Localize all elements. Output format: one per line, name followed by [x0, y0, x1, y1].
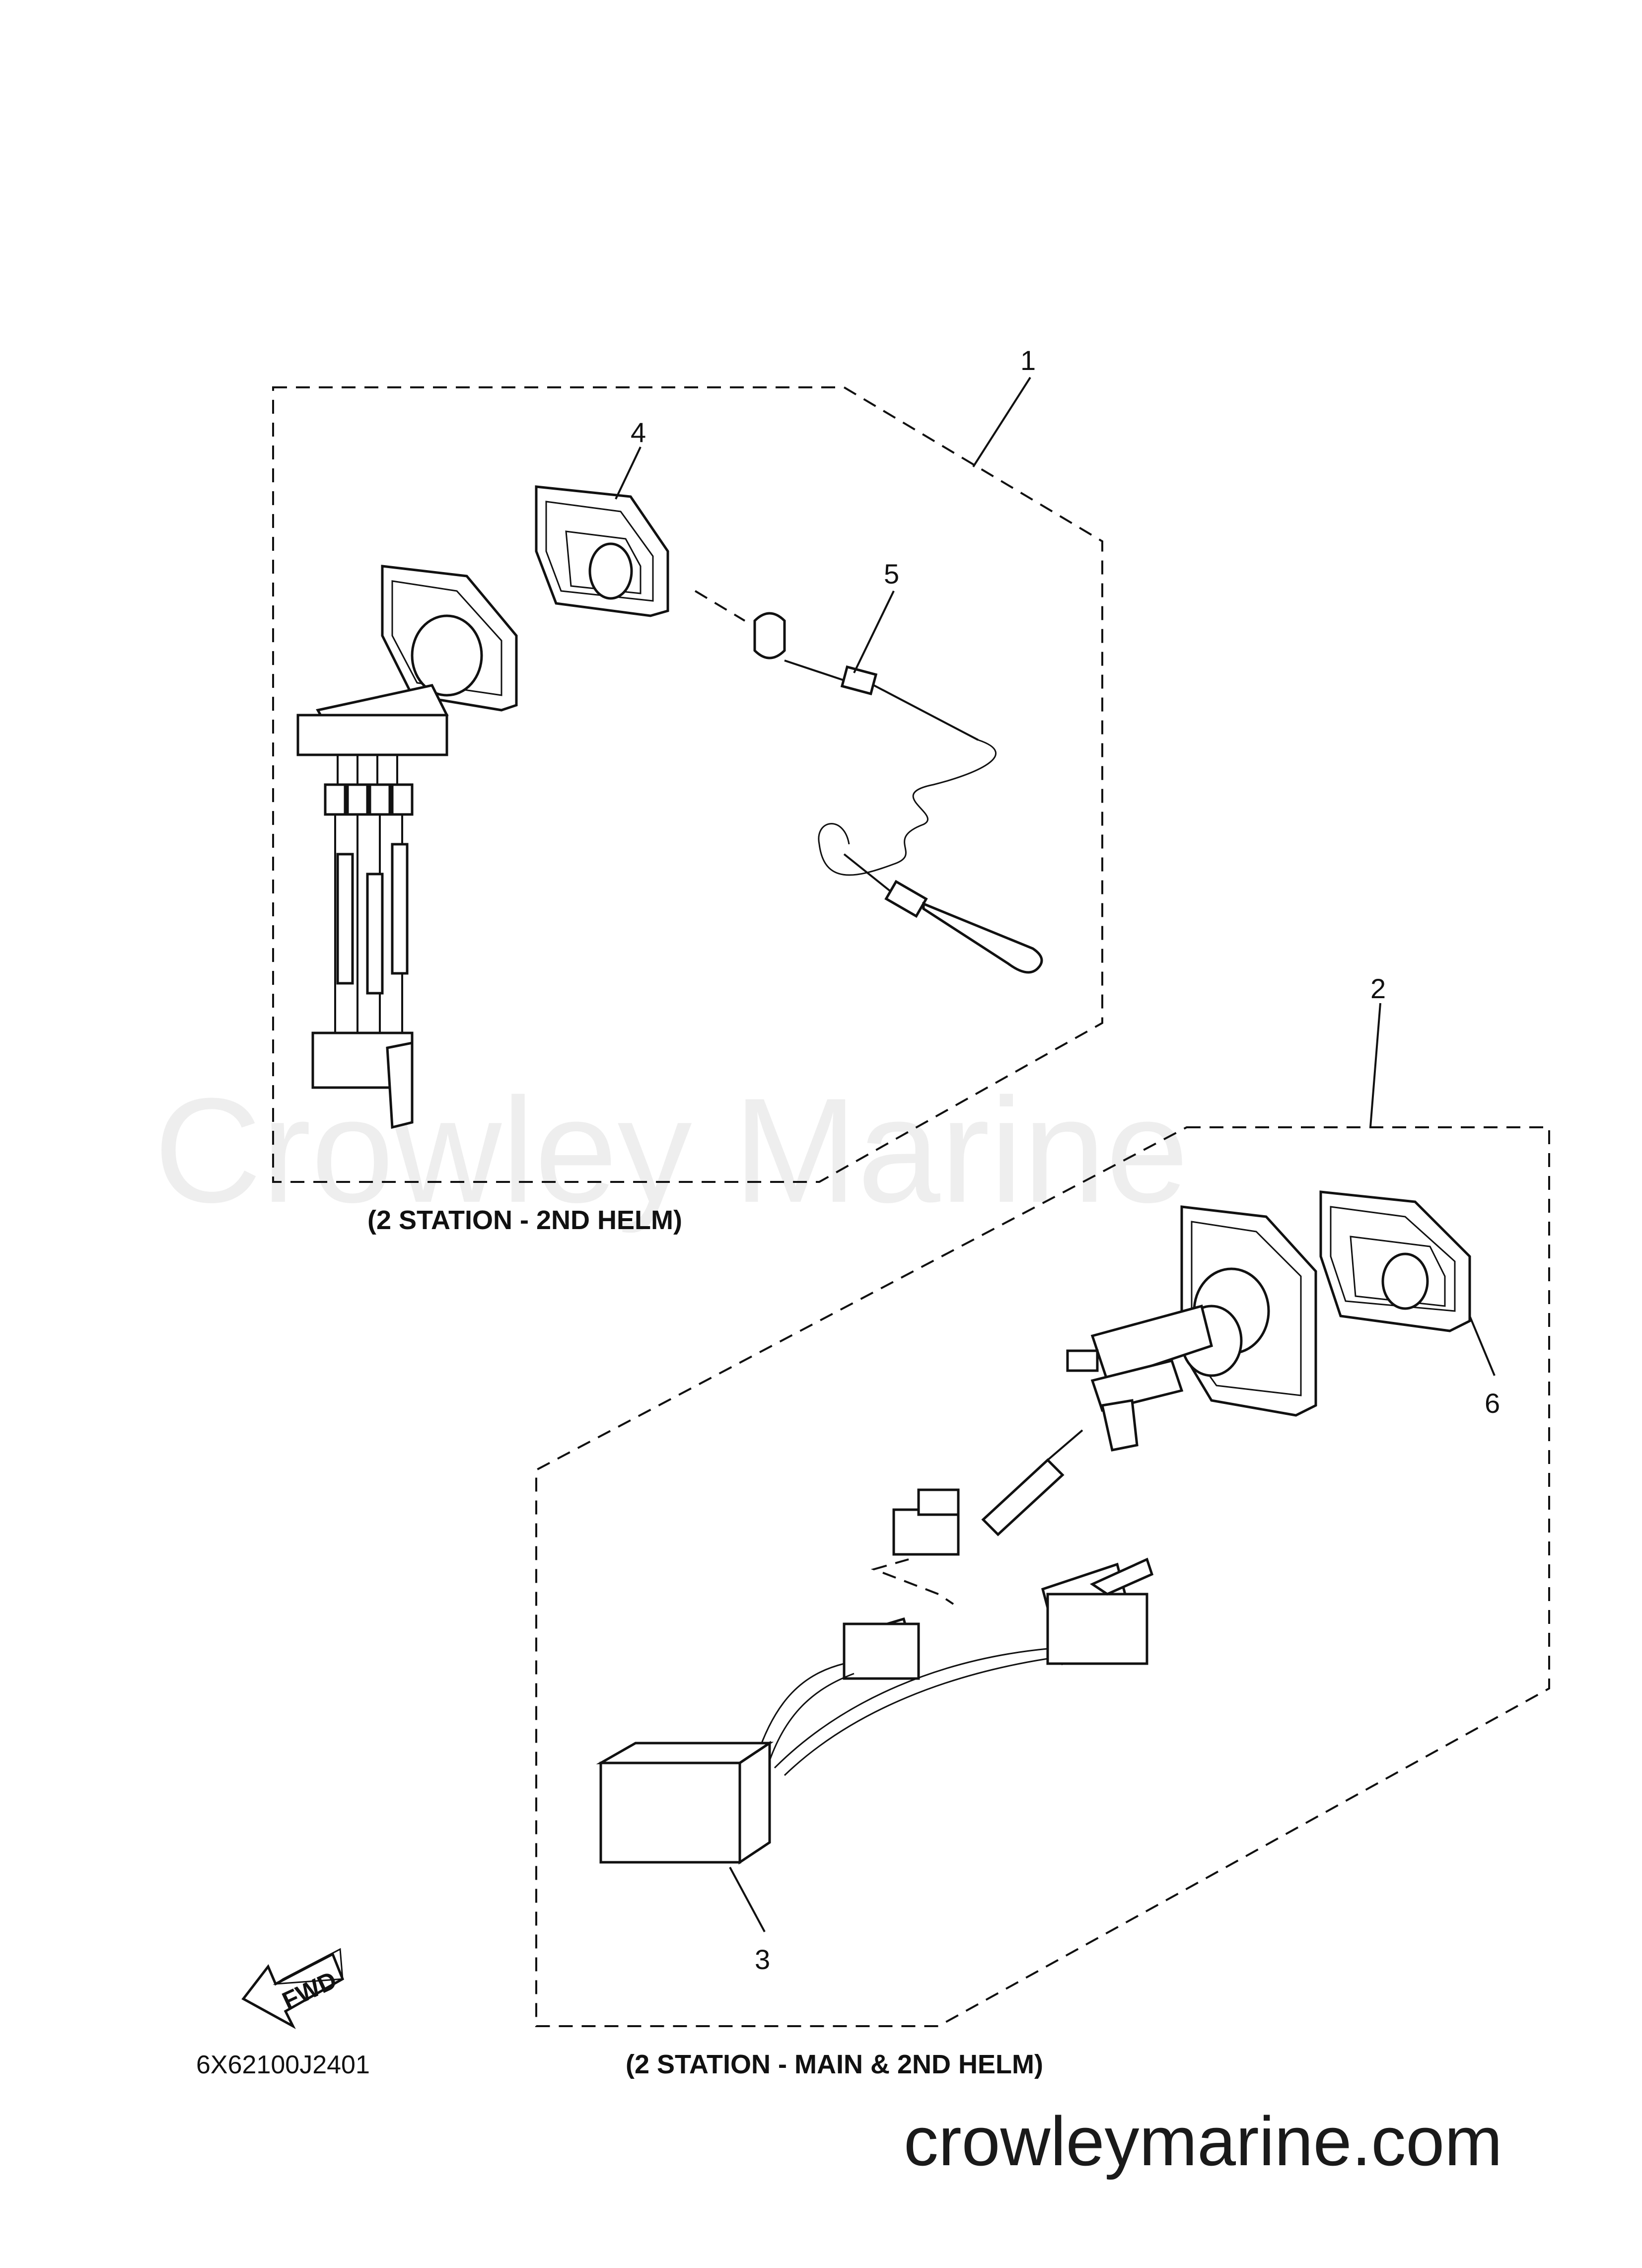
- callout-5-leader: [853, 590, 895, 673]
- part-3-wiring-harness: [596, 1557, 1154, 1865]
- callout-6-leader: [1469, 1316, 1496, 1376]
- watermark: Crowley Marine: [154, 1067, 1189, 1235]
- fwd-arrow-icon: FWD: [241, 1948, 345, 2030]
- callout-4-leader: [615, 446, 642, 500]
- group-1-boundary: [272, 386, 1103, 1183]
- callout-2-leader: [1369, 1003, 1381, 1128]
- diagram-code: 6X62100J2401: [196, 2050, 370, 2079]
- callout-6: 6: [1485, 1388, 1500, 1419]
- callout-3: 3: [755, 1944, 770, 1975]
- callout-1: 1: [1020, 345, 1036, 376]
- callout-5: 5: [884, 558, 899, 589]
- callout-4: 4: [631, 417, 646, 448]
- part-5-leader-dash: [694, 590, 746, 622]
- kill-switch-leads: [311, 783, 414, 1129]
- caption-upper-group: (2 STATION - 2ND HELM): [367, 1205, 682, 1235]
- callout-1-leader: [972, 376, 1031, 468]
- main-switch-lead: [892, 1429, 1083, 1556]
- part-4-gasket-plate: [535, 485, 669, 617]
- callout-2: 2: [1370, 973, 1386, 1004]
- main-switch-body: [1066, 1205, 1317, 1452]
- website-url: crowleymarine.com: [904, 2102, 1502, 2180]
- part-5-lanyard: [753, 612, 1043, 974]
- connector-link-dash: [870, 1558, 954, 1605]
- callout-3-leader: [729, 1867, 766, 1932]
- kill-switch-body: [296, 565, 518, 785]
- part-6-gasket-plate: [1319, 1190, 1471, 1332]
- caption-lower-group: (2 STATION - MAIN & 2ND HELM): [626, 2049, 1043, 2079]
